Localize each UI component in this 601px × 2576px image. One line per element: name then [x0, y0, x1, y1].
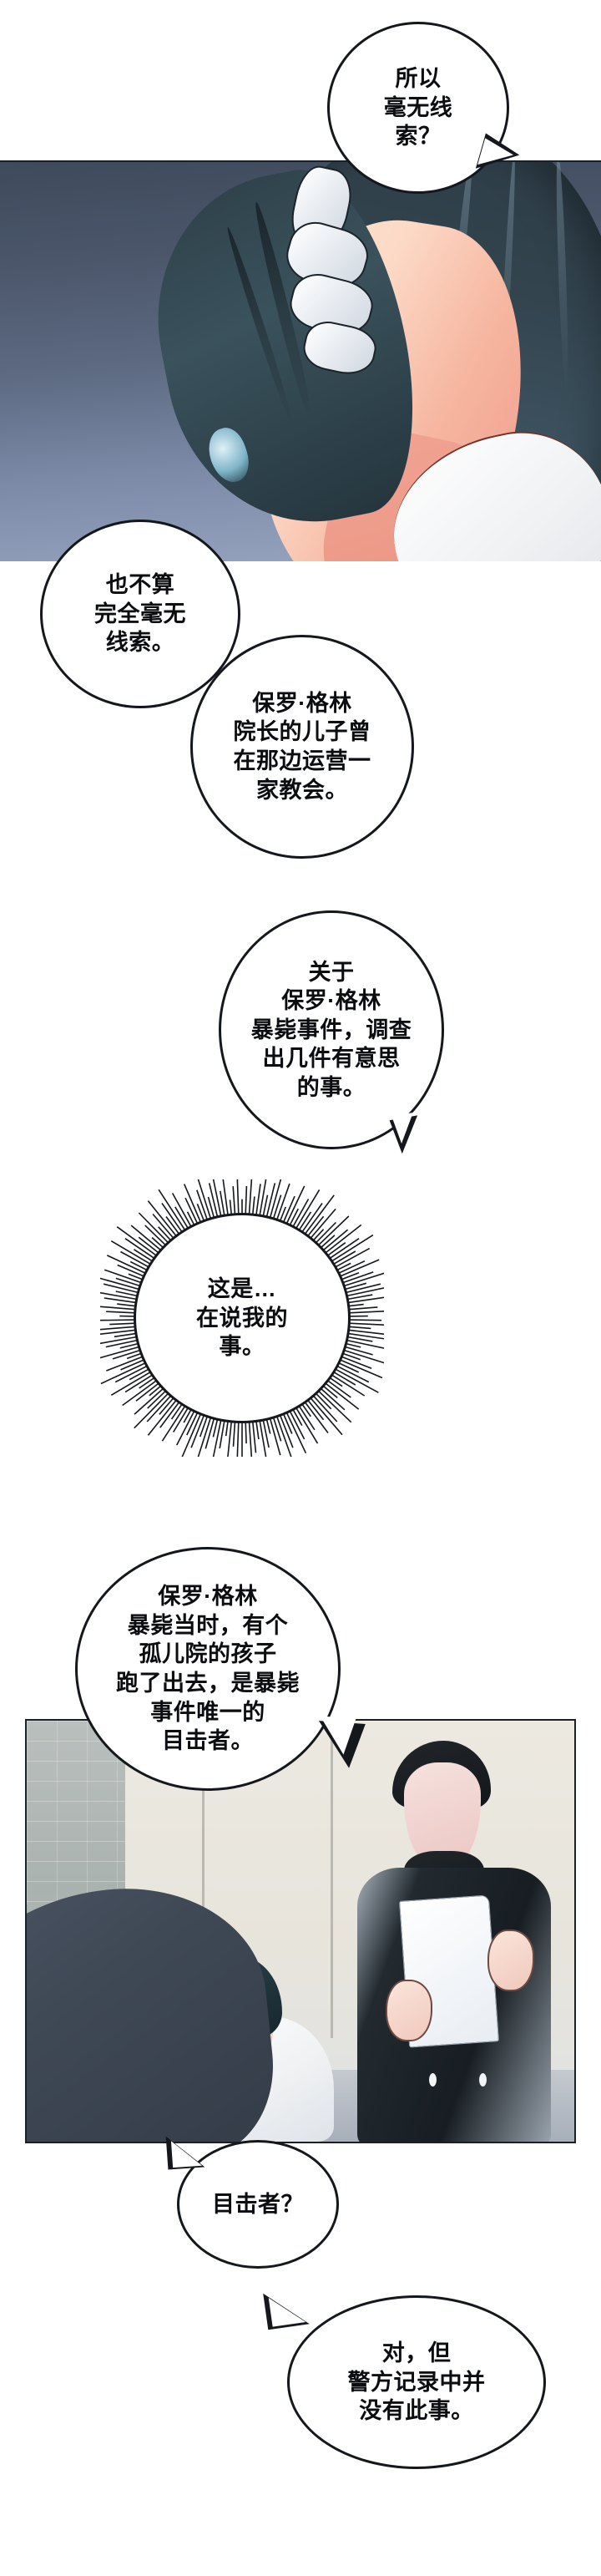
speech-bubble-3: 保罗·格林 院长的儿子曾 在那边运营一 家教会。	[190, 635, 414, 859]
wall-seam	[202, 1721, 205, 2038]
comic-panel-two	[25, 1719, 576, 2143]
speech-bubble-8: 对，但 警方记录中并 没有此事。	[287, 2295, 546, 2469]
thought-bubble-5: 这是… 在说我的 事。	[134, 1213, 351, 1423]
character-b-face	[404, 1762, 481, 1868]
wall-seam	[331, 1721, 333, 2038]
foreground-shoulder	[27, 1874, 283, 2142]
speech-bubble-8-text: 对，但 警方记录中并 没有此事。	[347, 2340, 486, 2424]
speech-bubble-2: 也不算 完全毫无 线索。	[40, 520, 240, 708]
speech-bubble-7-text: 目击者？	[212, 2191, 304, 2217]
bubble-tail-6-fill	[317, 1716, 356, 1756]
comic-panel-one	[0, 160, 601, 561]
speech-bubble-3-text: 保罗·格林 院长的儿子曾 在那边运营一 家教会。	[233, 690, 371, 803]
bubble-tail-4-fill	[391, 1113, 418, 1144]
speech-bubble-4: 关于 保罗·格林 暴毙事件，调查 出几件有意思 的事。	[219, 910, 444, 1149]
speech-bubble-7: 目击者？	[177, 2140, 339, 2269]
coat-button	[479, 2073, 487, 2087]
bubble-tail-7-fill	[170, 2138, 203, 2168]
speech-bubble-4-text: 关于 保罗·格林 暴毙事件，调查 出几件有意思 的事。	[250, 959, 412, 1100]
speech-bubble-1-text: 所以 毫无线 索？	[383, 66, 453, 150]
brick-texture	[27, 1721, 125, 1904]
thought-bubble-5-text: 这是… 在说我的 事。	[196, 1276, 288, 1360]
coat-button	[429, 2073, 437, 2087]
speech-bubble-2-text: 也不算 完全毫无 线索。	[94, 572, 186, 656]
character-b-hand-left	[386, 1980, 432, 2041]
character-b-hand-right	[487, 1929, 534, 1991]
speech-bubble-6: 保罗·格林 暴毙当时，有个 孤儿院的孩子 跑了出去，是暴毙 事件唯一的 目击者。	[75, 1547, 341, 1791]
bubble-tail-8-fill	[268, 2293, 306, 2327]
speech-bubble-1: 所以 毫无线 索？	[327, 22, 509, 194]
speech-bubble-6-text: 保罗·格林 暴毙当时，有个 孤儿院的孩子 跑了出去，是暴毙 事件唯一的 目击者。	[116, 1584, 300, 1754]
